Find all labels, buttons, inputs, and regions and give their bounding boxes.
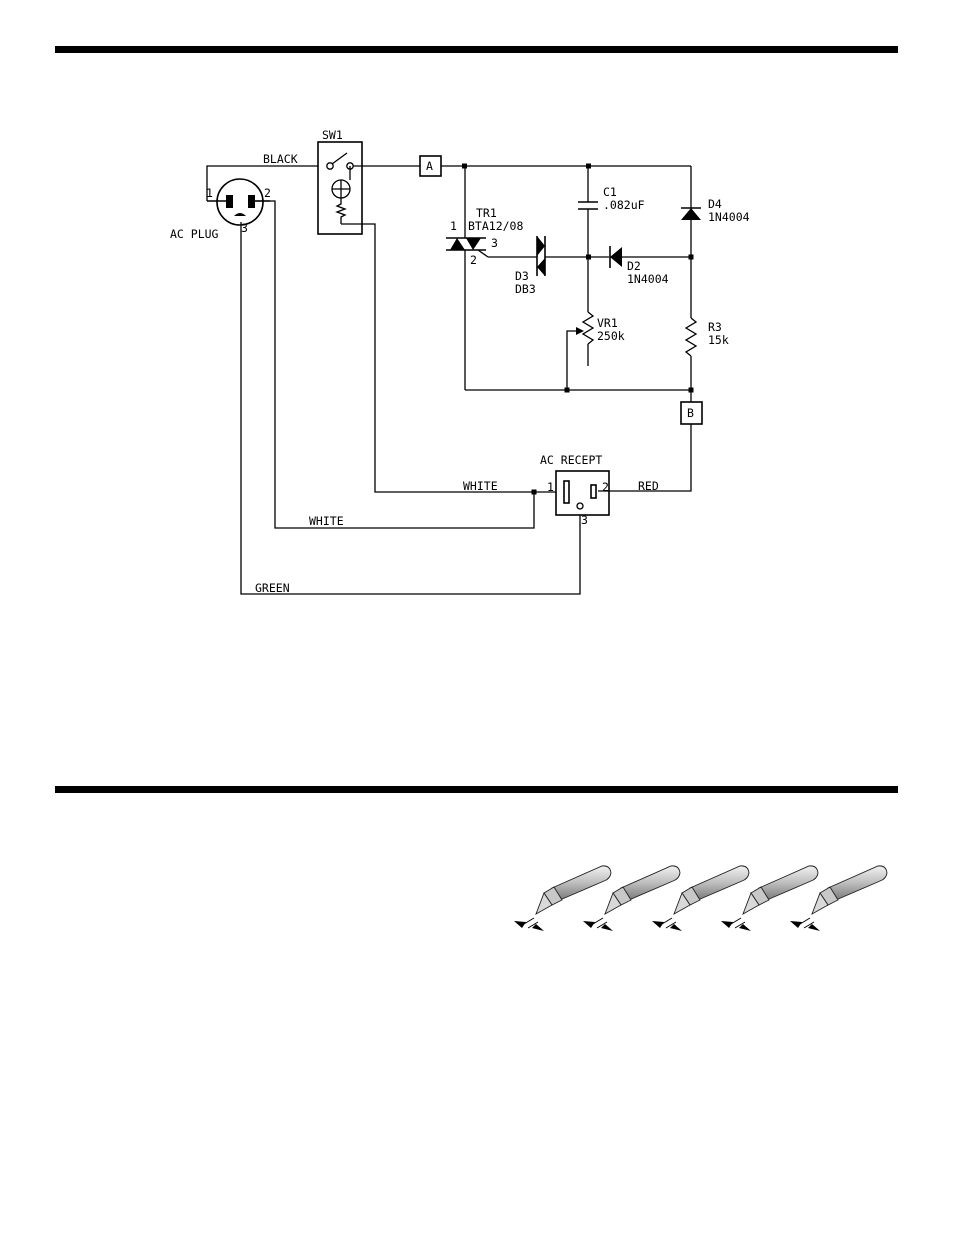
vr1-label: VR1 — [597, 316, 618, 330]
black-wire-label: BLACK — [263, 152, 298, 166]
green-wire-label: GREEN — [255, 581, 290, 595]
recept-pin-2: 2 — [602, 480, 609, 494]
white-wire-upper-label: WHITE — [463, 479, 498, 493]
top-divider-rule — [55, 46, 898, 53]
middle-divider-rule — [55, 786, 898, 793]
schematic-panel — [165, 128, 770, 600]
d3-part: DB3 — [515, 282, 536, 296]
recept-pin-3: 3 — [581, 513, 588, 527]
vr1-value: 250k — [597, 329, 625, 343]
c1-label: C1 — [603, 185, 617, 199]
terminal-a-label: A — [426, 159, 433, 173]
soldering-tip-1 — [514, 866, 611, 931]
d2-label: D2 — [627, 259, 641, 273]
tr1-part: BTA12/08 — [468, 219, 523, 233]
r3-value: 15k — [708, 333, 729, 347]
ac-recept-label: AC RECEPT — [540, 453, 602, 467]
soldering-tip-illustrations — [500, 862, 900, 942]
plug-pin-3: 3 — [241, 221, 248, 235]
circuit-schematic: 1 2 3 AC PLUG BLACK SW1 A C1 .082uF D — [165, 128, 770, 600]
d2-part: 1N4004 — [627, 272, 669, 286]
tr1-label: TR1 — [476, 206, 497, 220]
terminal-b-label: B — [687, 406, 694, 420]
c1-value: .082uF — [603, 198, 645, 212]
tr1-pin-3: 3 — [491, 236, 498, 250]
r3-label: R3 — [708, 320, 722, 334]
d4-label: D4 — [708, 197, 722, 211]
red-wire-label: RED — [638, 479, 659, 493]
white-wire-lower-label: WHITE — [309, 514, 344, 528]
tr1-pin-2: 2 — [470, 253, 477, 267]
plug-pin-2: 2 — [264, 186, 271, 200]
ac-plug-label: AC PLUG — [170, 227, 219, 241]
tr1-pin-1: 1 — [450, 219, 457, 233]
junction-dot — [565, 388, 570, 393]
sw1-label: SW1 — [322, 128, 343, 142]
d4-part: 1N4004 — [708, 210, 750, 224]
d3-label: D3 — [515, 269, 529, 283]
